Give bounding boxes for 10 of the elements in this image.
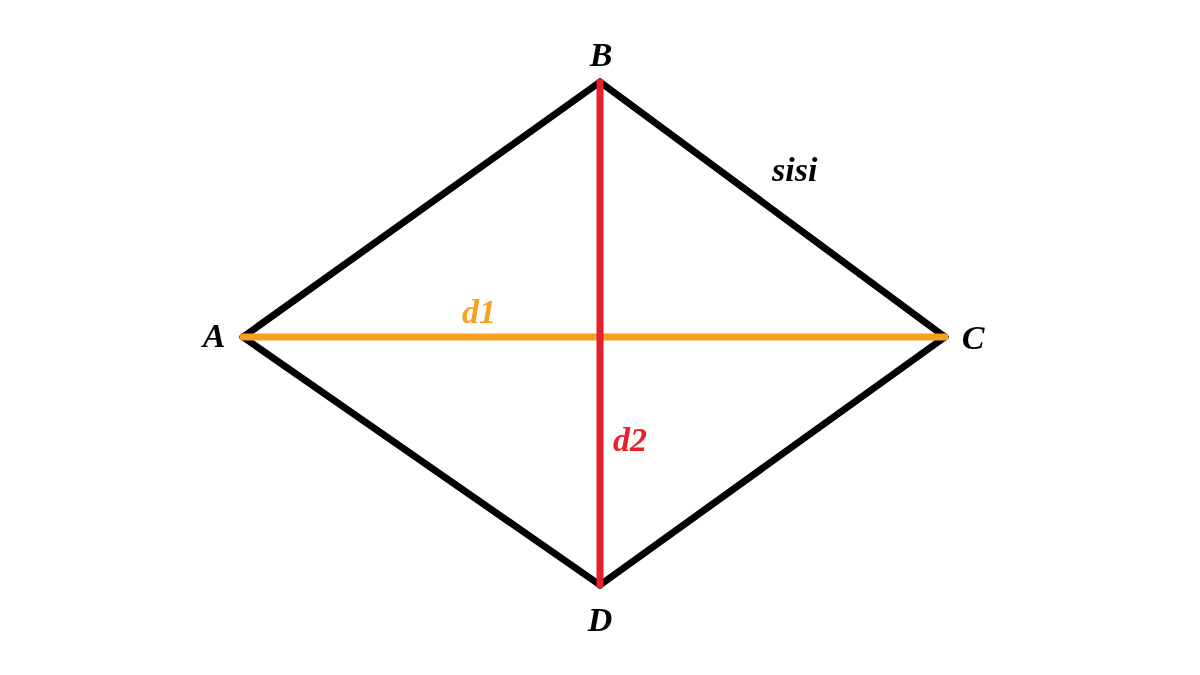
- vertex-label: A: [193, 318, 235, 356]
- vertex-label: B: [582, 37, 620, 77]
- side-line: [239, 333, 604, 589]
- vertex-label: C: [953, 320, 993, 358]
- edge-label: sisi: [772, 152, 818, 188]
- edge-label: d1: [462, 294, 496, 330]
- vertex-label: D: [580, 602, 620, 642]
- diagonal-line: [239, 333, 949, 341]
- diagonal-line: [596, 78, 604, 589]
- edge-label: d2: [613, 422, 647, 458]
